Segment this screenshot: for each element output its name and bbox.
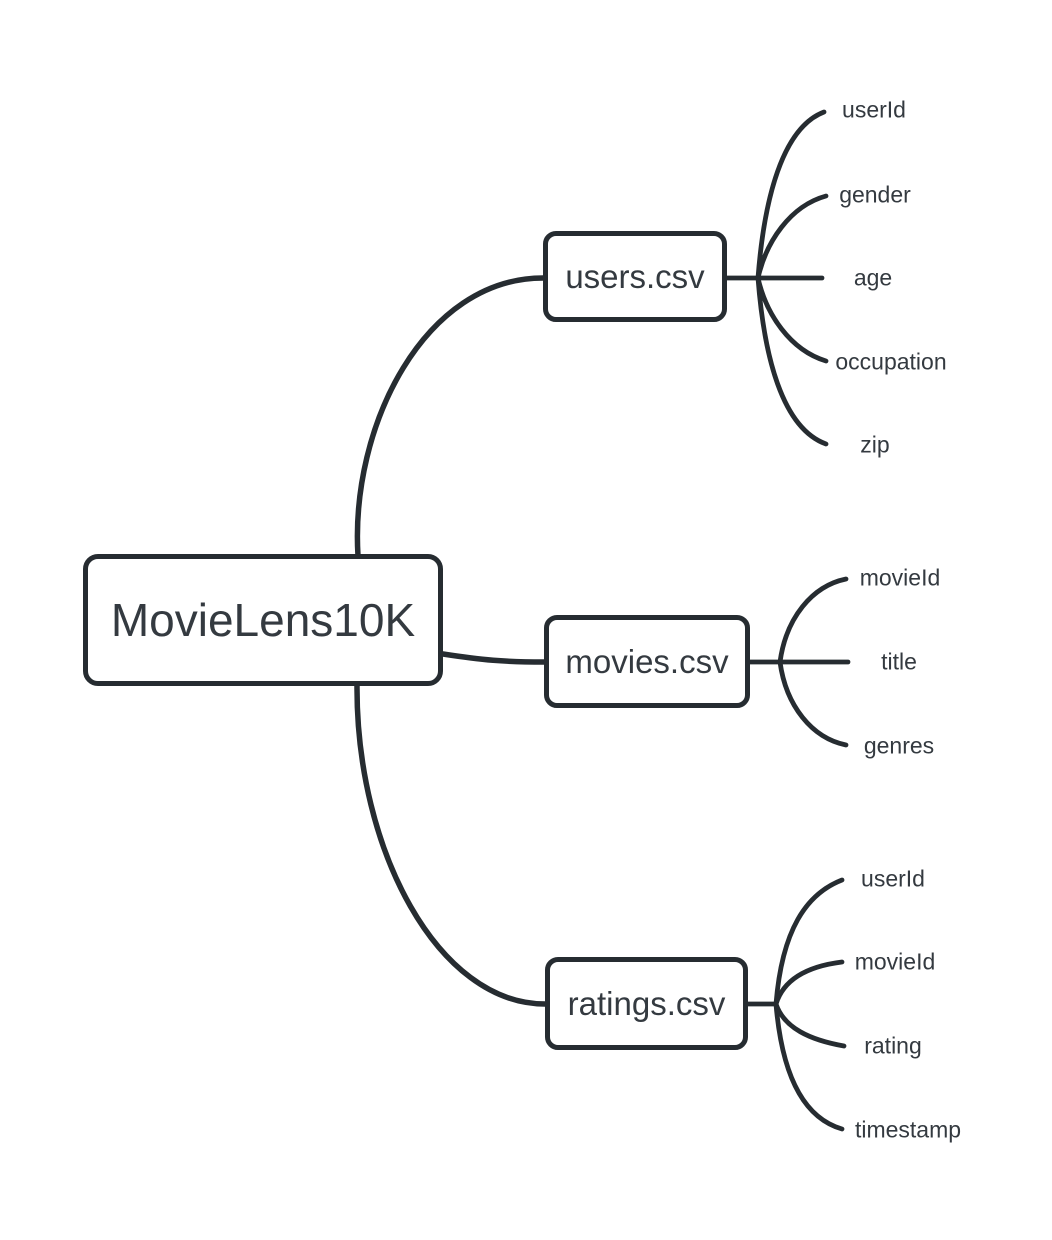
field-ratings-rating: rating (864, 1032, 922, 1059)
edge-root-movies (440, 651, 547, 665)
edge-movies-genres (777, 659, 849, 748)
node-movies-csv: movies.csv (544, 615, 750, 708)
node-movies-csv-label: movies.csv (565, 642, 729, 680)
edge-ratings-movieid (773, 959, 845, 1007)
edge-users-userid (755, 109, 827, 281)
node-movielens10k: MovieLens10K (83, 554, 443, 686)
field-ratings-timestamp: timestamp (854, 1116, 962, 1143)
edge-root-users (354, 275, 546, 559)
field-movies-title: title (881, 648, 917, 675)
field-users-zip: zip (860, 431, 890, 458)
node-users-csv-label: users.csv (565, 257, 705, 295)
node-movielens10k-label: MovieLens10K (110, 594, 416, 646)
edge-root-ratings (354, 682, 548, 1007)
edge-users-gender (755, 193, 829, 281)
field-ratings-userid: userId (861, 865, 925, 892)
node-users-csv: users.csv (543, 231, 727, 322)
edge-ratings-timestamp (773, 1001, 845, 1132)
edge-ratings-rating (773, 1001, 847, 1049)
field-movies-genres: genres (863, 732, 935, 759)
field-ratings-movieid: movieId (854, 948, 936, 975)
field-users-age: age (853, 264, 893, 291)
field-users-userid: userId (842, 96, 906, 123)
edge-users-zip (755, 275, 829, 447)
field-users-gender: gender (839, 181, 911, 208)
field-users-occupation: occupation (835, 348, 947, 375)
field-movies-movieid: movieId (859, 564, 941, 591)
node-ratings-csv: ratings.csv (545, 957, 748, 1050)
node-ratings-csv-label: ratings.csv (567, 984, 726, 1022)
edge-ratings-userid (773, 877, 845, 1007)
edge-movies-movieid (777, 576, 849, 665)
